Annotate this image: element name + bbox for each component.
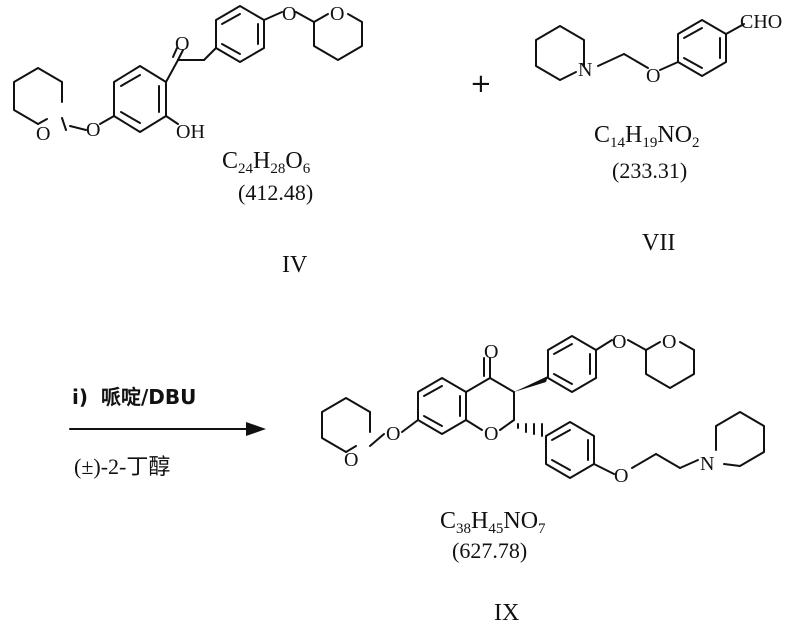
- iv-atom-o-ketone: O: [175, 33, 189, 55]
- ix-atom-o-ring-top: O: [662, 331, 676, 353]
- condition-solvent: (±)-2-丁醇: [74, 454, 170, 479]
- ix-atom-n: N: [700, 453, 714, 475]
- vii-piperidine-ring: [535, 25, 585, 81]
- ix-atom-o-ether-top: O: [612, 331, 626, 353]
- iv-atom-oh: OH: [176, 121, 205, 143]
- ix-atom-o-ether-left: O: [386, 423, 400, 445]
- ix-atom-o-chroman: O: [484, 423, 498, 445]
- vii-atom-o: O: [646, 65, 660, 87]
- iv-compound-id: IV: [282, 252, 308, 278]
- iv-thp-left-ring: [13, 67, 63, 125]
- ix-atom-o-ketone: O: [484, 341, 498, 363]
- structure-vii: N O CHO: [535, 11, 782, 87]
- iv-atom-o-ring-left: O: [36, 123, 50, 145]
- ix-piperidine-ring: [715, 411, 765, 467]
- iv-formula: C24H28O6: [222, 148, 311, 177]
- ix-thp-top-ring: [645, 349, 695, 389]
- iv-atom-o-ether-right: O: [282, 3, 296, 25]
- vii-atom-n: N: [578, 59, 592, 81]
- vii-molecular-weight: (233.31): [612, 158, 687, 183]
- ix-thp-left-ring: [321, 397, 371, 453]
- iv-atom-o-ring-right: O: [330, 3, 344, 25]
- vii-atom-cho: CHO: [740, 11, 782, 33]
- iv-atom-o-ether-left: O: [86, 119, 100, 141]
- ix-wedge-bond: [514, 376, 548, 392]
- structure-iv: O O O OH O O: [13, 3, 363, 145]
- vii-formula: C14H19NO2: [594, 122, 700, 151]
- condition-reagents: i) 哌啶/DBU: [72, 385, 196, 409]
- vii-compound-id: VII: [642, 230, 675, 256]
- iv-molecular-weight: (412.48): [238, 180, 313, 205]
- ix-atom-o-ring-left: O: [344, 449, 358, 471]
- ix-hashed-bond: [517, 423, 543, 437]
- ix-formula: C38H45NO7: [440, 508, 546, 537]
- ix-atom-o-ether-bottom: O: [614, 465, 628, 487]
- reaction-arrow-head: [246, 422, 266, 436]
- plus-sign: +: [470, 69, 492, 99]
- structure-ix: O O O O O O O N: [321, 331, 765, 487]
- ix-molecular-weight: (627.78): [452, 538, 527, 563]
- iv-thp-right-ring: [313, 21, 363, 61]
- ix-compound-id: IX: [494, 600, 519, 626]
